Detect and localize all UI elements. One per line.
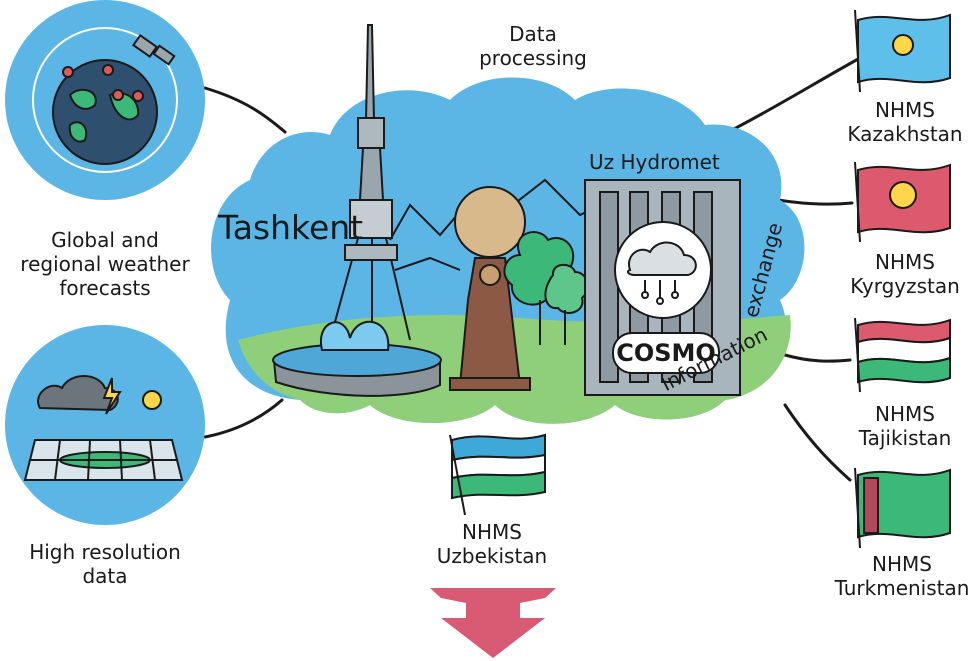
connector-turkmenistan xyxy=(783,403,852,482)
map-grid-icon xyxy=(23,439,184,481)
city-title: Tashkent xyxy=(218,208,364,247)
connector-kazakhstan xyxy=(730,56,862,132)
global-forecast-circle xyxy=(5,0,205,200)
tree-icon xyxy=(503,231,589,345)
down-arrow xyxy=(430,588,556,658)
globe-icon xyxy=(52,59,158,165)
fountain-icon xyxy=(272,320,442,397)
connector-highres xyxy=(203,398,284,439)
uz-hydromet-label: Uz Hydromet xyxy=(589,150,720,174)
flag-kyrgyzstan xyxy=(854,161,951,243)
flag-kazakhstan xyxy=(854,9,951,93)
cosmo-badge: COSMO xyxy=(612,332,720,374)
flag-turkmenistan xyxy=(854,467,951,549)
tv-tower-icon xyxy=(329,24,411,341)
monument-icon xyxy=(449,186,531,391)
connector-tajikistan xyxy=(783,353,852,363)
flag-tajikistan xyxy=(854,317,951,393)
cloud-network-icon xyxy=(626,241,697,305)
sun-icon xyxy=(142,390,162,410)
satellite-icon xyxy=(131,33,176,66)
high-resolution-circle xyxy=(5,325,205,525)
storm-cloud-icon xyxy=(37,375,122,415)
connector-global xyxy=(203,86,287,134)
flag-uzbekistan xyxy=(449,433,546,516)
